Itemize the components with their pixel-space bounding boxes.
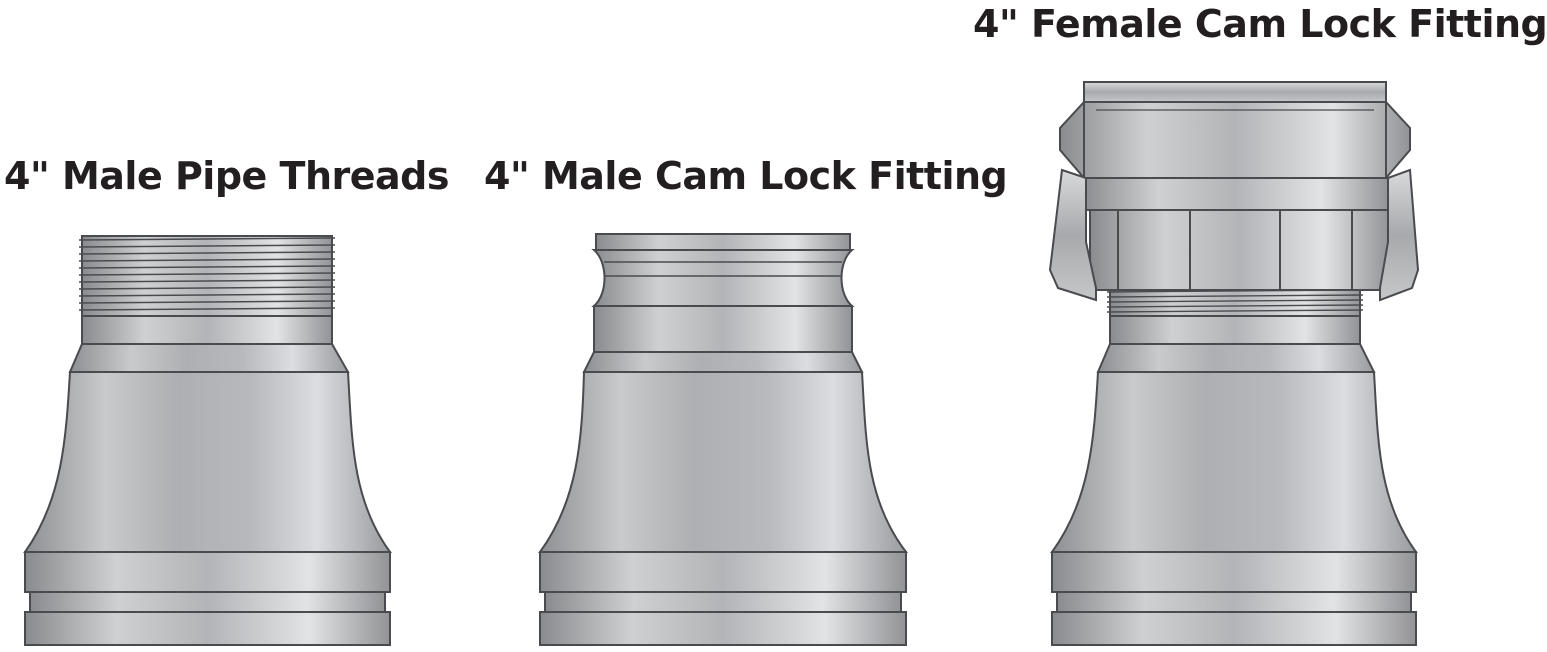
- neck-collar: [81, 315, 333, 345]
- fitting-shoulder: [1096, 343, 1376, 373]
- thread-ridge: [78, 258, 336, 262]
- cam-groove: [591, 249, 855, 307]
- fittings-illustration: [23, 81, 1420, 646]
- base-ring: [1051, 611, 1417, 646]
- thread-ridge: [78, 307, 336, 311]
- adapter-lip: [595, 233, 851, 251]
- base-ring: [24, 551, 391, 593]
- thread-ridge: [78, 300, 336, 304]
- base-groove: [544, 591, 902, 613]
- base-groove: [1056, 591, 1412, 613]
- neck-collar: [1109, 315, 1361, 345]
- thread-ridge: [78, 272, 336, 276]
- fitting-shoulder: [68, 343, 350, 373]
- coupler-head: [1059, 101, 1411, 179]
- fitting-body: [538, 371, 909, 553]
- thread-ridge: [78, 237, 336, 241]
- socket-body: [1089, 209, 1391, 291]
- male-pipe-threads-label: 4" Male Pipe Threads: [4, 154, 449, 198]
- fitting-shoulder: [582, 351, 864, 373]
- base-ring: [539, 551, 907, 593]
- base-groove: [29, 591, 386, 613]
- base-ring: [1051, 551, 1417, 593]
- thread-ridge: [78, 293, 336, 297]
- male-cam-lock-fitting: [538, 233, 909, 646]
- male-pipe-threads-fitting: [23, 235, 392, 646]
- female-cam-lock-label: 4" Female Cam Lock Fitting: [973, 2, 1547, 46]
- thread-ridge: [78, 286, 336, 290]
- fitting-body: [1050, 371, 1418, 553]
- thread-ridge: [1106, 299, 1364, 303]
- cam-arm-left: [1048, 168, 1097, 302]
- coupler-cap: [1083, 81, 1387, 103]
- adapter-collar: [593, 305, 853, 353]
- male-threads: [78, 235, 336, 317]
- base-ring: [24, 611, 391, 646]
- cam-arm-right: [1379, 168, 1420, 302]
- thread-ridge: [78, 265, 336, 269]
- thread-ridge: [78, 279, 336, 283]
- base-ring: [539, 611, 907, 646]
- thread-ridge: [1106, 309, 1364, 313]
- fitting-body: [23, 371, 392, 553]
- female-cam-lock-fitting: [1048, 81, 1420, 646]
- male-cam-lock-label: 4" Male Cam Lock Fitting: [484, 154, 1008, 198]
- thread-ridge: [1106, 304, 1364, 308]
- female-threads: [1106, 287, 1364, 317]
- thread-ridge: [78, 251, 336, 255]
- coupler-ring: [1081, 177, 1389, 211]
- thread-ridge: [1106, 294, 1364, 298]
- thread-ridge: [78, 244, 336, 248]
